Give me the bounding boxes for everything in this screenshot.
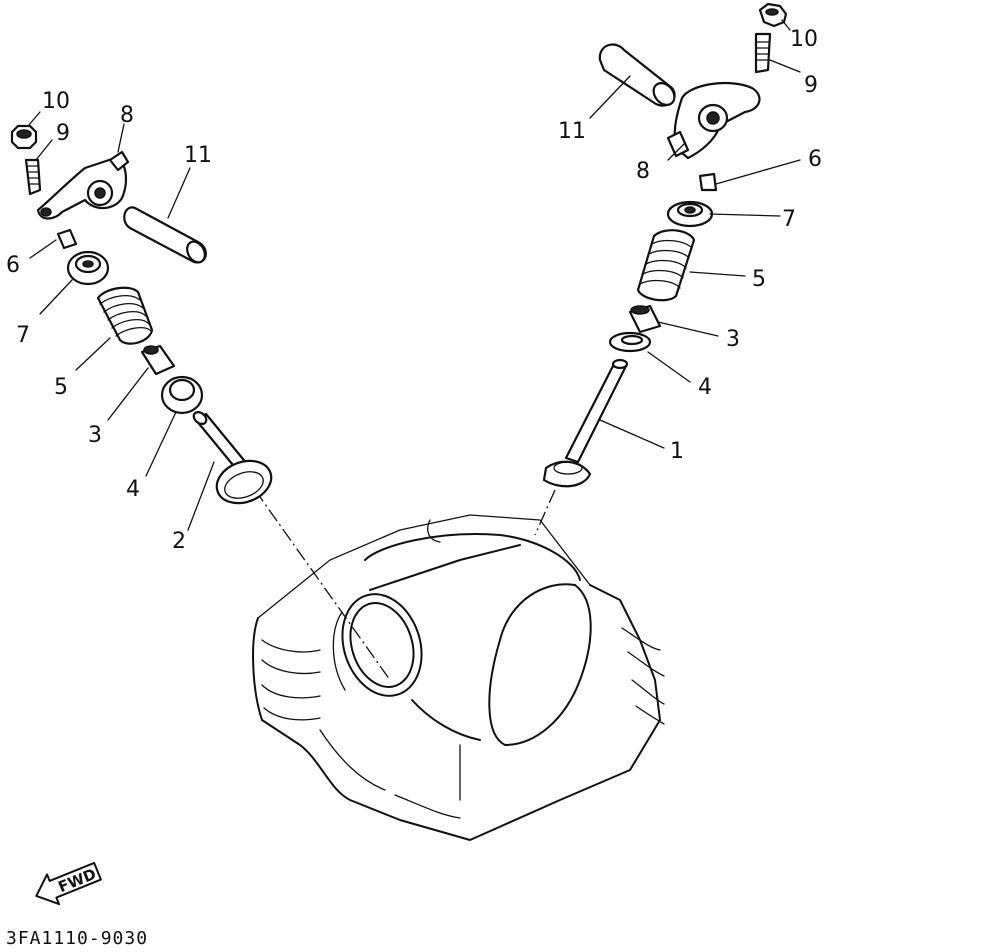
valve-cotter-left (56, 228, 78, 250)
locknut-right (758, 2, 788, 28)
label-8-right: 8 (636, 159, 650, 184)
spring-retainer-right (666, 200, 714, 228)
valve-axis-lines (254, 489, 556, 681)
oil-seal-right (628, 304, 662, 334)
spring-retainer-left (66, 250, 110, 286)
locknut-left (10, 124, 38, 150)
spring-seat-right (608, 331, 652, 353)
oil-seal-left (140, 344, 176, 376)
valve-spring-left (96, 286, 154, 345)
label-7-right: 7 (782, 207, 796, 232)
left-valve-assembly (10, 124, 273, 505)
label-6-left: 6 (6, 253, 20, 278)
label-8-left: 8 (120, 103, 134, 128)
rocker-arm-left (36, 150, 130, 220)
fwd-arrow-icon: FWD (35, 861, 102, 906)
label-11-right: 11 (558, 119, 586, 144)
label-3-right: 3 (726, 327, 740, 352)
label-2: 2 (172, 529, 186, 554)
cylinder-head (252, 514, 665, 841)
diagram-code: 3FA1110-9030 (6, 928, 148, 949)
valve-spring-right (636, 229, 696, 302)
label-9-left: 9 (56, 121, 70, 146)
rocker-shaft-right (598, 43, 676, 107)
spring-seat-left (160, 375, 204, 415)
label-11-left: 11 (184, 143, 212, 168)
label-7-left: 7 (16, 323, 30, 348)
rocker-shaft-left (123, 206, 207, 264)
label-10-right: 10 (790, 27, 818, 52)
part-labels: 1 2 3 3 4 4 5 5 6 6 7 7 8 8 9 9 10 10 11… (6, 27, 822, 554)
right-valve-assembly (542, 2, 788, 488)
rocker-arm-right (666, 81, 761, 160)
label-6-right: 6 (808, 147, 822, 172)
valve-cotter-right (698, 172, 718, 192)
valve-exhaust (542, 358, 629, 488)
label-5-left: 5 (54, 375, 68, 400)
adjusting-screw-left (24, 158, 42, 196)
valve-intake (192, 410, 273, 505)
label-3-left: 3 (88, 423, 102, 448)
label-4-right: 4 (698, 375, 712, 400)
label-9-right: 9 (804, 73, 818, 98)
label-5-right: 5 (752, 267, 766, 292)
leader-lines (27, 19, 801, 531)
adjusting-screw-right (754, 32, 772, 74)
label-1: 1 (670, 439, 684, 464)
label-10-left: 10 (42, 89, 70, 114)
label-4-left: 4 (126, 477, 140, 502)
